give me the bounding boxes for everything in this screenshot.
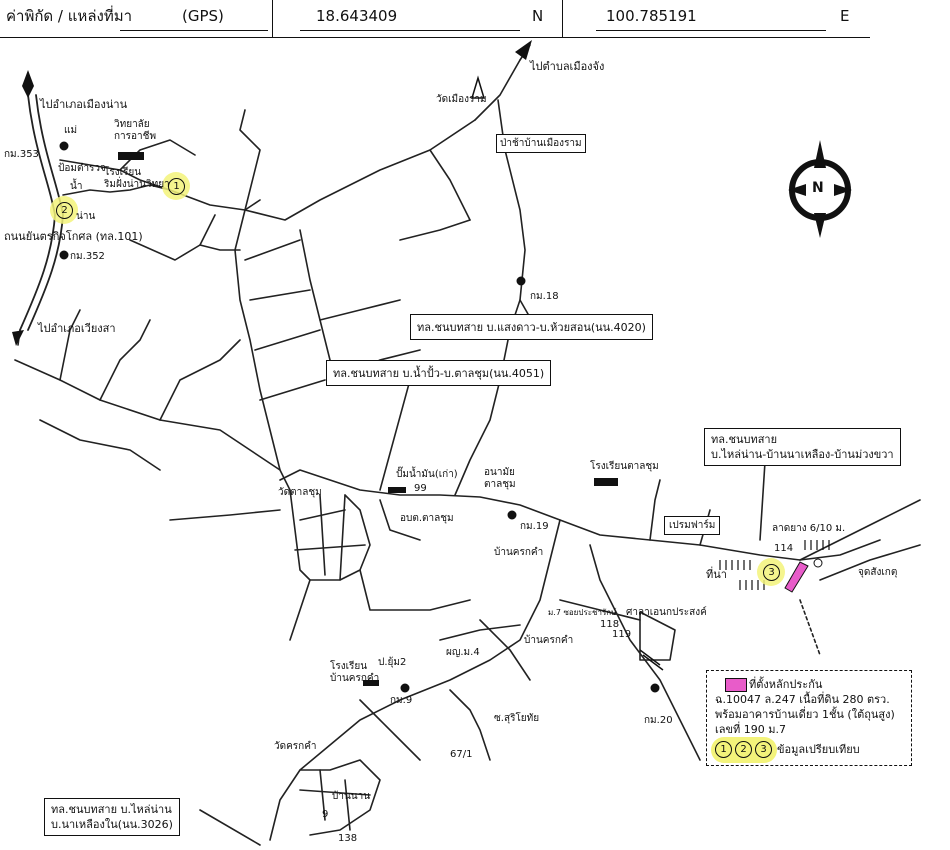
- label-ban-krok2: บ้านครกคำ: [524, 635, 574, 646]
- label-rubber: ลาดยาง 6/10 ม.: [772, 523, 846, 534]
- label-soi: ม.7 ซอยประชารักษ์: [548, 608, 617, 617]
- label-wat-tala: วัดตาลชุม: [278, 487, 322, 498]
- label-obt: อบต.ตาลชุม: [400, 513, 454, 524]
- legend-property-label: ที่ตั้งหลักประกัน: [749, 678, 823, 691]
- longitude-value: 100.785191: [606, 7, 697, 25]
- road-box-4020: ทล.ชนบทสาย บ.แสงดาว-บ.ห้วยสอน(นน.4020): [410, 314, 653, 340]
- label-km353: กม.353: [4, 149, 39, 160]
- label-jut: จุดสังเกตุ: [858, 567, 898, 578]
- label-police: ป้อมตำรวจ: [58, 163, 106, 174]
- coord-source: (GPS): [182, 7, 224, 25]
- latitude-value: 18.643409: [316, 7, 398, 25]
- label-wat-mueang-ram: วัดเมืองราม: [436, 94, 487, 105]
- label-suriyo: ซ.สุริโยทัย: [494, 713, 540, 724]
- label-no99: 99: [414, 483, 427, 494]
- road-box-3026-line2: บ.นาเหลืองใน(นน.3026): [51, 818, 173, 831]
- latitude-dir: N: [532, 7, 544, 25]
- label-pub4: ผญ.ม.4: [446, 647, 480, 658]
- map-canvas: [12, 40, 921, 846]
- label-school1b: ริมฝั่งน่านวิทยา: [104, 179, 170, 190]
- label-school-krok: โรงเรียน: [330, 661, 368, 672]
- label-health: อนามัย: [484, 467, 515, 478]
- label-school-krok2: บ้านครกคำ: [330, 673, 380, 684]
- label-nan: น่าน: [76, 211, 96, 222]
- road-box-right: ทล.ชนบทสาย บ.ไหล่น่าน-บ้านนาเหลือง-บ้านม…: [704, 428, 901, 466]
- label-to-mueang-chang: ไปตำบลเมืองจัง: [530, 60, 605, 73]
- road-box-3026: ทล.ชนบทสาย บ.ไหล่น่าน บ.นาเหลืองใน(นน.30…: [44, 798, 180, 836]
- label-km20: กม.20: [644, 715, 673, 726]
- label-premfarm: เปรมฟาร์ม: [664, 516, 721, 535]
- label-gas-station: ปั๊มน้ำมัน(เก่า): [396, 469, 458, 480]
- label-sala: ศาลาเอนกประสงค์: [626, 607, 707, 618]
- road-box-3026-line1: ทล.ชนบทสาย บ.ไหล่น่าน: [51, 803, 172, 816]
- label-119: 119: [612, 629, 632, 640]
- label-pacha: ป่าช้าบ้านเมืองราม: [496, 134, 586, 153]
- legend-deed: ฉ.10047 ล.247 เนื้อที่ดิน 280 ตรว.: [715, 693, 890, 706]
- legend-num-3: 3: [755, 741, 772, 758]
- legend-callout: ที่ตั้งหลักประกัน ฉ.10047 ล.247 เนื้อที่…: [706, 670, 912, 766]
- label-9: 9: [322, 809, 329, 820]
- coordinate-header: ค่าพิกัด / แหล่งที่มา (GPS) 18.643409 N …: [0, 0, 950, 38]
- marker-1: 1: [168, 178, 185, 195]
- label-ban-nan: บ้านนาน: [332, 791, 371, 802]
- label-college: วิทยาลัย: [114, 119, 150, 130]
- label-118: 118: [600, 619, 620, 630]
- legend-num-1: 1: [715, 741, 732, 758]
- property-marker: [784, 561, 809, 593]
- legend-num-2: 2: [735, 741, 752, 758]
- label-to-mueang-nan: ไปอำเภอเมืองน่าน: [40, 98, 128, 111]
- label-school-tala: โรงเรียนตาลชุม: [590, 461, 659, 472]
- label-nam: น้ำ: [70, 181, 83, 192]
- label-health2: ตาลชุม: [484, 479, 516, 490]
- legend-comparison: 1 2 3 ข้อมูลเปรียบเทียบ: [711, 737, 903, 763]
- road-box-right-line1: ทล.ชนบทสาย: [711, 433, 778, 446]
- label-wat-krok: วัดครกคำ: [274, 741, 317, 752]
- label-to-wiang-sa: ไปอำเภอเวียงสา: [38, 322, 116, 335]
- longitude-dir: E: [840, 7, 850, 25]
- marker-3: 3: [763, 564, 780, 581]
- label-pub2: ป.ยุ้ม2: [378, 657, 407, 668]
- compass-letter: N: [812, 180, 824, 196]
- legend-property-swatch: [725, 678, 747, 692]
- label-138: 138: [338, 833, 358, 844]
- label-km18: กม.18: [530, 291, 559, 302]
- legend-house-number: เลขที่ 190 ม.7: [715, 723, 787, 736]
- road-box-4051: ทล.ชนบทสาย บ.น้ำปั้ว-บ.ตาลชุม(นน.4051): [326, 360, 552, 386]
- label-114: 114: [774, 543, 794, 554]
- legend-building: พร้อมอาคารบ้านเดี่ยว 1ชั้น (ใต้ถุนสูง): [715, 708, 895, 721]
- label-college2: การอาชีพ: [114, 131, 157, 142]
- legend-comparison-label: ข้อมูลเปรียบเทียบ: [777, 743, 860, 756]
- label-km9: กม.9: [390, 695, 413, 706]
- label-67: 67/1: [450, 749, 473, 760]
- label-road101: ถนนยันตรกิจโกศล (ทล.101): [4, 230, 143, 243]
- marker-2: 2: [56, 202, 73, 219]
- label-field: ที่นา: [706, 568, 727, 581]
- label-km19: กม.19: [520, 521, 549, 532]
- road-box-right-line2: บ.ไหล่น่าน-บ้านนาเหลือง-บ้านม่วงขวา: [711, 448, 894, 461]
- label-km352: กม.352: [70, 251, 105, 262]
- coord-label: ค่าพิกัด / แหล่งที่มา: [6, 7, 133, 25]
- label-ban-krok: บ้านครกคำ: [494, 547, 544, 558]
- north-compass: N: [786, 138, 854, 238]
- label-school1: โรงเรียน: [104, 167, 142, 178]
- label-river: แม่: [64, 125, 78, 136]
